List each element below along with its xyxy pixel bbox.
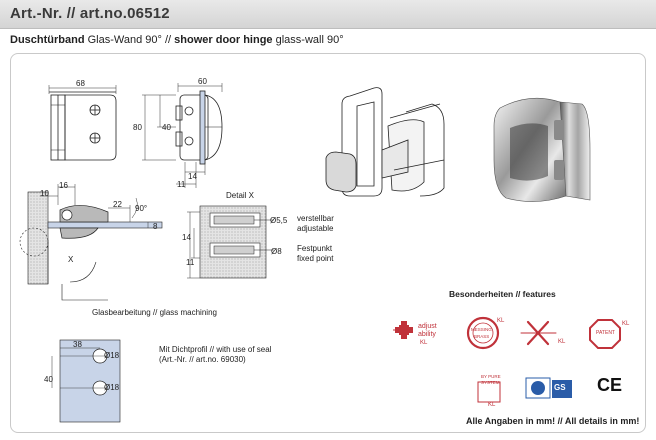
gs-certification-icon (525, 377, 572, 399)
header-bar: Art.-Nr. // art.no.06512 (0, 0, 656, 29)
ability-label: ability (418, 331, 436, 338)
glass-machining-caption: Glasbearbeitung // glass machining (92, 308, 217, 317)
fixed-point-en: fixed point (297, 254, 334, 263)
dim-40b: 40 (44, 375, 53, 384)
features-title: Besonderheiten // features (449, 289, 556, 299)
patent-label: PATENT (596, 330, 615, 336)
dim-dia8: Ø8 (271, 247, 282, 256)
subtitle-de-bold: Duschtürband (10, 34, 85, 46)
dim-14b: 14 (182, 233, 191, 242)
pure-kl: KL (488, 402, 496, 408)
subtitle-en-bold: shower door hinge (174, 34, 273, 46)
dim-80: 80 (133, 123, 142, 132)
footer-note: Alle Angaben in mm! // All details in mm… (466, 416, 640, 426)
tools-icon (520, 320, 557, 346)
adjust-kl: KL (420, 340, 428, 346)
dim-40: 40 (162, 123, 171, 132)
dim-dia55: Ø5,5 (270, 216, 288, 225)
dim-11b: 11 (186, 258, 195, 267)
fixed-point-de: Festpunkt (297, 244, 333, 253)
adjustable-en: adjustable (297, 224, 334, 233)
ce-mark-icon: CE (597, 375, 623, 395)
tools-kl: KL (558, 339, 566, 345)
dim-22: 22 (113, 200, 122, 209)
feature-icons (393, 316, 621, 403)
dim-8: 8 (153, 222, 158, 231)
product-photo (493, 97, 591, 202)
front-view (49, 91, 117, 161)
dim-14: 14 (188, 172, 197, 181)
detail-x-view (199, 205, 274, 279)
messing-kl: KL (497, 318, 505, 324)
pure-label: BY PURE (481, 374, 501, 379)
dim-dia18-bottom: Ø18 (104, 383, 120, 392)
article-number: Art.-Nr. // art.no.06512 (10, 5, 170, 22)
dim-11: 11 (177, 180, 186, 189)
section-view (19, 191, 163, 301)
patent-icon (589, 319, 621, 349)
adjustability-icon (393, 321, 413, 339)
patent-kl: KL (622, 321, 630, 327)
subtitle-en: glass-wall 90° (272, 34, 344, 46)
messing-brass-icon (466, 316, 500, 350)
dim-60: 60 (198, 77, 207, 86)
pure-system-icon (477, 381, 501, 403)
system-label: SYSTEM (481, 380, 500, 385)
dim-angle: 90° (135, 204, 148, 213)
mark-x: X (68, 255, 74, 264)
exploded-view (325, 87, 445, 197)
dim-16: 16 (59, 181, 68, 190)
dim-68: 68 (76, 79, 85, 88)
seal-note-line1: Mit Dichtprofil // with use of seal (159, 345, 272, 354)
subtitle-de: Glas-Wand 90° // (84, 34, 175, 46)
adjust-label: adjust (418, 323, 437, 330)
dim-38: 38 (73, 340, 82, 349)
product-subtitle: Duschtürband Glas-Wand 90° // shower doo… (10, 34, 344, 46)
gs-label: GS (554, 383, 566, 392)
dim-10: 10 (40, 189, 49, 198)
messing-label: MESSING (471, 327, 492, 332)
side-view (175, 90, 223, 165)
adjustable-de: verstellbar (297, 214, 334, 223)
brass-label: BRASS (474, 334, 490, 339)
glass-machining-view (59, 339, 121, 423)
detail-x-label: Detail X (226, 191, 255, 200)
dim-dia18-top: Ø18 (104, 351, 120, 360)
seal-note-line2: (Art.-Nr. // art.no. 69030) (159, 355, 246, 364)
